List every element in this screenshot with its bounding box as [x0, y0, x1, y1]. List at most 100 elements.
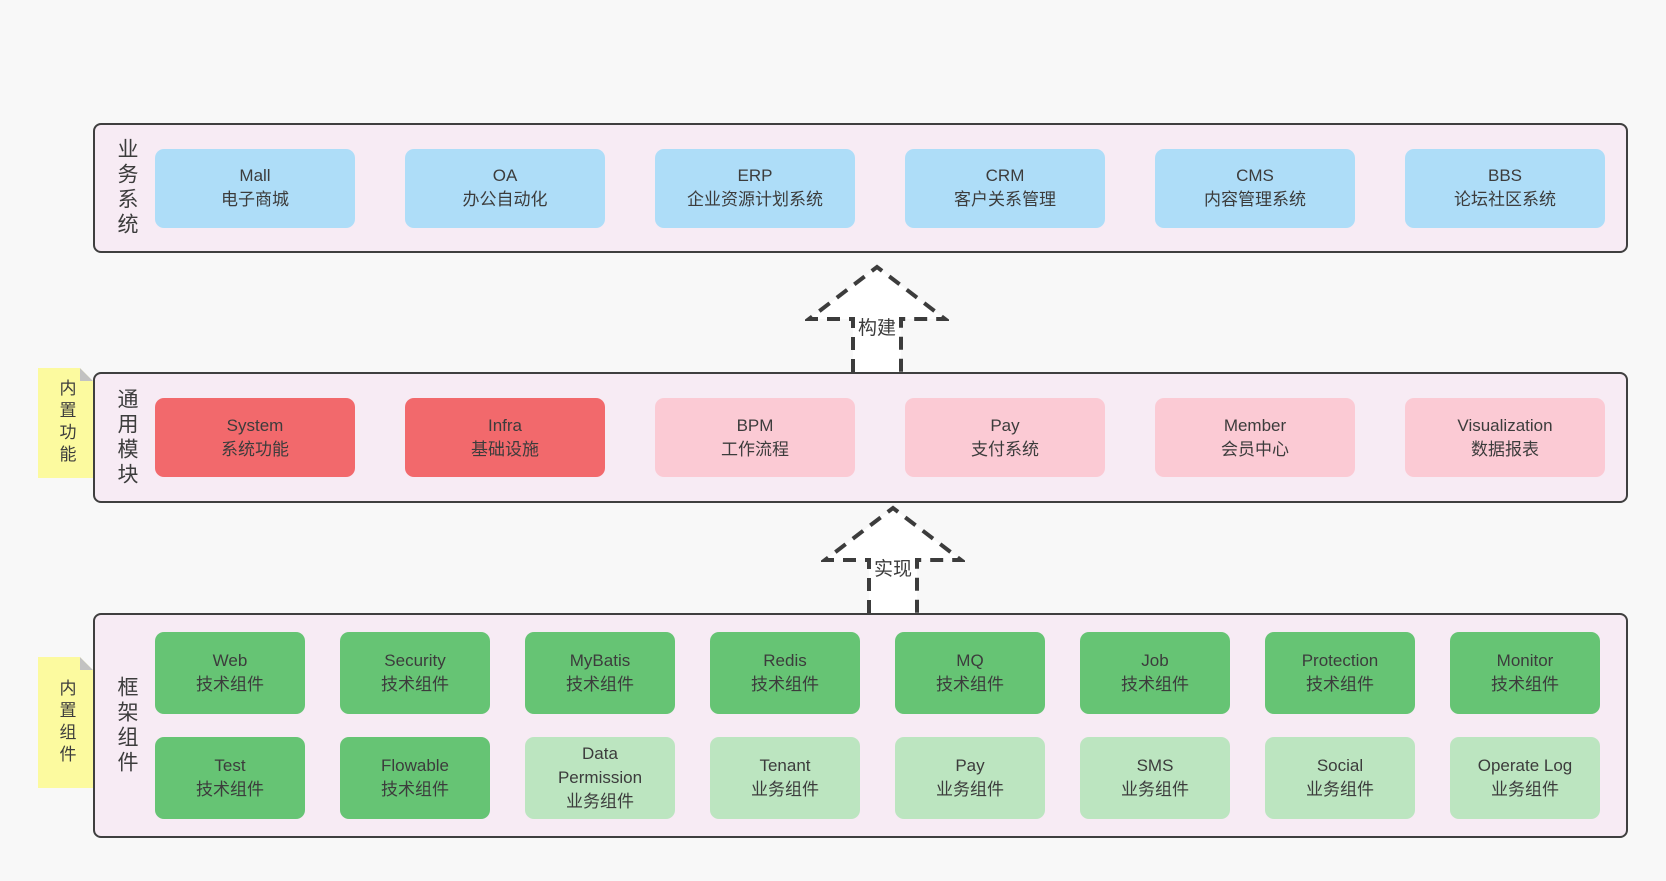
box-mybatis: MyBatis 技术组件 — [525, 632, 675, 714]
box-subtitle: 业务组件 — [1306, 780, 1374, 799]
box-title: Pay — [990, 415, 1020, 435]
box-redis: Redis 技术组件 — [710, 632, 860, 714]
builtin-features-note: 内置功能 — [38, 368, 93, 478]
box-title: Data Permission — [557, 744, 643, 787]
box-subtitle: 工作流程 — [721, 439, 789, 459]
box-subtitle: 企业资源计划系统 — [687, 190, 823, 209]
box-pay: Pay 支付系统 — [905, 398, 1105, 477]
box-subtitle: 论坛社区系统 — [1454, 190, 1556, 209]
box-sms: SMS 业务组件 — [1080, 737, 1230, 819]
box-visualization: Visualization 数据报表 — [1405, 398, 1605, 477]
box-title: Redis — [763, 651, 807, 670]
box-title: Web — [212, 651, 248, 670]
build-arrow: 构建 — [805, 262, 949, 372]
builtin-components-note: 内置组件 — [38, 657, 93, 788]
box-test: Test 技术组件 — [155, 737, 305, 819]
box-subtitle: 技术组件 — [196, 780, 264, 799]
note-fold-corner-icon — [80, 368, 93, 381]
box-subtitle: 业务组件 — [936, 780, 1004, 799]
box-title: Tenant — [759, 756, 811, 775]
box-title: Job — [1141, 651, 1169, 670]
box-operate-log: Operate Log 业务组件 — [1450, 737, 1600, 819]
box-subtitle: 内容管理系统 — [1204, 190, 1306, 209]
section-framework-components-label: 框架组件 — [115, 675, 138, 776]
box-mq: MQ 技术组件 — [895, 632, 1045, 714]
box-subtitle: 技术组件 — [936, 675, 1004, 694]
builtin-features-note-label: 内置功能 — [56, 379, 76, 467]
box-protection: Protection 技术组件 — [1265, 632, 1415, 714]
box-title: Visualization — [1457, 415, 1553, 435]
box-title: BPM — [736, 415, 774, 435]
box-subtitle: 技术组件 — [1306, 675, 1374, 694]
box-subtitle: 技术组件 — [381, 780, 449, 799]
box-subtitle: 技术组件 — [1491, 675, 1559, 694]
box-bpm: BPM 工作流程 — [655, 398, 855, 477]
box-subtitle: 技术组件 — [751, 675, 819, 694]
box-member: Member 会员中心 — [1155, 398, 1355, 477]
box-cms: CMS 内容管理系统 — [1155, 148, 1355, 228]
box-web: Web 技术组件 — [155, 632, 305, 714]
box-title: Operate Log — [1477, 756, 1573, 775]
box-subtitle: 技术组件 — [1121, 675, 1189, 694]
box-subtitle: 数据报表 — [1471, 439, 1539, 459]
box-subtitle: 技术组件 — [566, 675, 634, 694]
box-title: Security — [384, 651, 446, 670]
box-title: ERP — [737, 166, 773, 185]
note-fold-corner-icon — [80, 657, 93, 670]
box-title: MyBatis — [569, 651, 631, 670]
box-flowable: Flowable 技术组件 — [340, 737, 490, 819]
box-title: Mall — [239, 166, 271, 185]
common-modules-box-row: System 系统功能 Infra 基础设施 BPM 工作流程 Pay 支付系统 Member 会… — [155, 374, 1605, 501]
box-subtitle: 基础设施 — [471, 439, 539, 459]
section-common-modules-label: 通用模块 — [115, 387, 138, 488]
box-subtitle: 系统功能 — [221, 439, 289, 459]
box-subtitle: 电子商城 — [221, 190, 289, 209]
box-subtitle: 业务组件 — [1491, 780, 1559, 799]
box-social: Social 业务组件 — [1265, 737, 1415, 819]
box-title: Flowable — [380, 756, 450, 775]
box-title: Monitor — [1496, 651, 1554, 670]
implement-arrow: 实现 — [821, 503, 965, 613]
box-subtitle: 会员中心 — [1221, 439, 1289, 459]
build-arrow-label: 构建 — [854, 313, 900, 340]
box-monitor: Monitor 技术组件 — [1450, 632, 1600, 714]
box-title: BBS — [1487, 166, 1523, 185]
box-mall: Mall 电子商城 — [155, 148, 355, 228]
box-erp: ERP 企业资源计划系统 — [655, 148, 855, 228]
box-title: Infra — [487, 415, 523, 435]
box-subtitle: 支付系统 — [971, 439, 1039, 459]
box-security: Security 技术组件 — [340, 632, 490, 714]
box-title: SMS — [1136, 756, 1174, 775]
box-title: Social — [1316, 756, 1364, 775]
section-business-systems-label: 业务系统 — [115, 138, 138, 238]
box-subtitle: 技术组件 — [381, 675, 449, 694]
section-common-modules: 通用模块 System 系统功能 Infra 基础设施 BPM 工作流程 Pay 支付系统 Me… — [93, 372, 1628, 503]
box-title: OA — [492, 166, 518, 185]
implement-arrow-label: 实现 — [870, 554, 916, 581]
box-oa: OA 办公自动化 — [405, 148, 605, 228]
box-title: Member — [1223, 415, 1287, 435]
box-title: MQ — [956, 651, 984, 670]
box-title: Protection — [1301, 651, 1379, 670]
box-tenant: Tenant 业务组件 — [710, 737, 860, 819]
box-subtitle: 业务组件 — [566, 792, 634, 811]
box-subtitle: 业务组件 — [751, 780, 819, 799]
box-infra: Infra 基础设施 — [405, 398, 605, 477]
box-title: System — [226, 415, 284, 435]
box-job: Job 技术组件 — [1080, 632, 1230, 714]
box-title: CMS — [1236, 166, 1274, 185]
box-data-permission: Data Permission 业务组件 — [525, 737, 675, 819]
box-subtitle: 办公自动化 — [462, 190, 548, 209]
box-title: Pay — [955, 756, 985, 775]
box-subtitle: 客户关系管理 — [954, 190, 1056, 209]
box-subtitle: 技术组件 — [196, 675, 264, 694]
box-subtitle: 业务组件 — [1121, 780, 1189, 799]
box-bbs: BBS 论坛社区系统 — [1405, 148, 1605, 228]
box-title: Test — [214, 756, 246, 775]
